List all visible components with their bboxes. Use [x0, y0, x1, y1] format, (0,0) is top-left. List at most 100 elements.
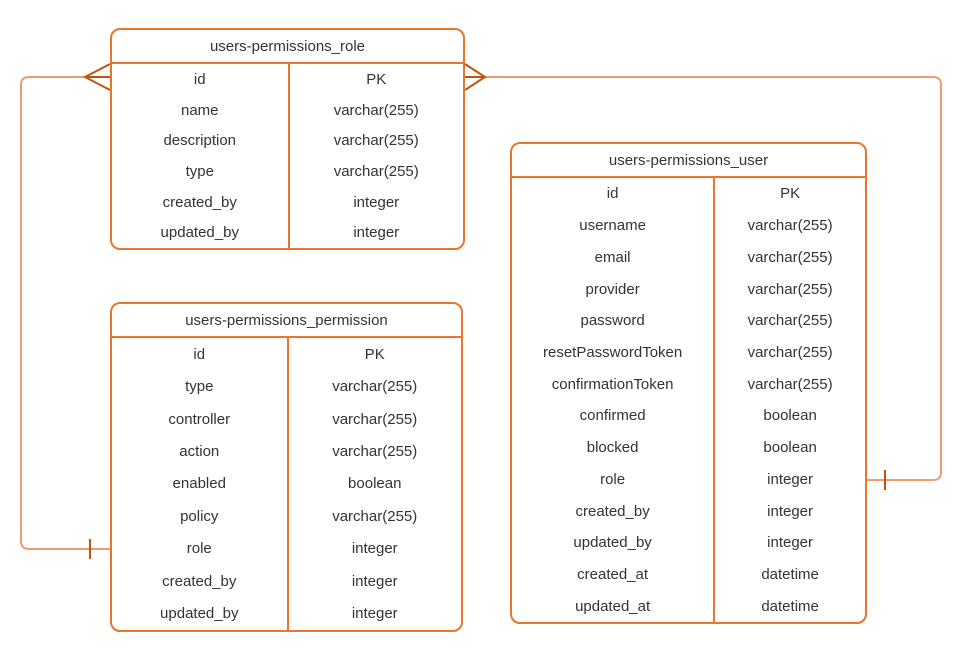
- table-body: id PK type varchar(255) controller varchar(25…: [112, 338, 461, 630]
- field-type: integer: [287, 217, 464, 249]
- table-row: updated_by integer: [512, 526, 865, 559]
- field-name: policy: [180, 507, 219, 525]
- table-row: updated_by integer: [112, 597, 462, 630]
- field-name: updated_by: [160, 605, 239, 623]
- entity-table-user[interactable]: users-permissions_user id PK username varch…: [510, 142, 867, 624]
- table-row: enabled boolean: [112, 467, 462, 501]
- field-name: email: [594, 248, 631, 266]
- field-type: datetime: [713, 590, 865, 623]
- field-type: varchar(255): [287, 94, 464, 126]
- table-row: username varchar(255): [512, 209, 865, 242]
- field-type: varchar(255): [713, 241, 865, 274]
- table-row: resetPasswordToken varchar(255): [512, 336, 865, 369]
- table-row: action varchar(255): [112, 435, 462, 468]
- field-type: integer: [713, 526, 865, 559]
- field-type: integer: [713, 463, 865, 496]
- field-name: id: [193, 70, 206, 88]
- field-name: id: [193, 345, 206, 363]
- field-name: created_by: [575, 502, 650, 520]
- field-name: blocked: [586, 439, 639, 457]
- field-name: confirmationToken: [551, 375, 674, 393]
- table-row: id PK: [512, 178, 865, 210]
- field-type: boolean: [713, 431, 865, 464]
- field-name: created_by: [162, 193, 237, 211]
- field-type: varchar(255): [287, 156, 464, 187]
- table-row: description varchar(255): [112, 125, 464, 157]
- table-row: updated_at datetime: [512, 590, 865, 623]
- field-type: boolean: [713, 400, 865, 432]
- field-name: password: [580, 312, 645, 330]
- field-type: PK: [287, 64, 464, 95]
- table-row: created_by integer: [112, 186, 464, 218]
- field-name: type: [185, 378, 214, 396]
- field-type: boolean: [286, 467, 462, 501]
- table-row: confirmationToken varchar(255): [512, 368, 865, 401]
- table-body: id PK username varchar(255) email varchar(255…: [512, 178, 865, 623]
- connector-role-user: [485, 76, 942, 481]
- table-row: name varchar(255): [112, 94, 464, 126]
- field-type: varchar(255): [286, 402, 462, 436]
- field-name: name: [180, 101, 219, 119]
- table-row: email varchar(255): [512, 241, 865, 274]
- entity-table-role[interactable]: users-permissions_role id PK name varchar(2…: [110, 28, 465, 250]
- field-type: varchar(255): [713, 336, 865, 369]
- field-type: varchar(255): [286, 500, 462, 533]
- table-row: id PK: [112, 338, 462, 371]
- table-row: policy varchar(255): [112, 500, 462, 533]
- field-type: varchar(255): [286, 370, 462, 403]
- field-name: enabled: [172, 475, 226, 493]
- table-title: users-permissions_role: [112, 30, 463, 64]
- field-name: provider: [585, 280, 640, 298]
- table-body: id PK name varchar(255) description varchar(2…: [112, 64, 464, 249]
- field-type: integer: [286, 565, 462, 598]
- crow-foot-many-icon: [82, 63, 111, 91]
- table-row: created_at datetime: [512, 558, 865, 591]
- field-type: varchar(255): [713, 209, 865, 242]
- table-row: password varchar(255): [512, 304, 865, 337]
- table-title: users-permissions_user: [512, 144, 865, 178]
- field-name: action: [179, 443, 220, 461]
- field-type: integer: [286, 532, 462, 566]
- field-name: updated_at: [575, 597, 651, 615]
- field-type: PK: [713, 178, 865, 210]
- field-name: role: [186, 540, 212, 558]
- field-name: username: [579, 217, 646, 235]
- field-name: description: [163, 132, 237, 150]
- field-type: varchar(255): [713, 368, 865, 401]
- field-name: role: [600, 470, 626, 488]
- table-row: role integer: [112, 532, 462, 566]
- table-row: created_by integer: [512, 495, 865, 527]
- field-type: varchar(255): [713, 304, 865, 337]
- field-type: integer: [713, 495, 865, 527]
- field-name: confirmed: [579, 407, 646, 425]
- field-type: varchar(255): [287, 125, 464, 157]
- table-row: controller varchar(255): [112, 402, 462, 436]
- field-type: varchar(255): [286, 435, 462, 468]
- table-row: type varchar(255): [112, 156, 463, 187]
- field-name: id: [606, 185, 619, 203]
- field-type: integer: [287, 186, 464, 218]
- field-name: created_by: [162, 572, 237, 590]
- field-type: integer: [286, 597, 462, 630]
- table-row: confirmed boolean: [512, 400, 865, 432]
- field-name: type: [185, 162, 214, 180]
- table-row: created_by integer: [112, 565, 462, 598]
- table-row: provider varchar(255): [512, 273, 865, 305]
- connector-role-permission: [20, 76, 110, 550]
- field-name: created_at: [577, 565, 649, 583]
- table-row: type varchar(255): [112, 370, 462, 403]
- field-name: controller: [168, 410, 231, 428]
- field-type: PK: [286, 338, 462, 371]
- field-name: resetPasswordToken: [542, 343, 683, 361]
- table-row: id PK: [112, 64, 463, 95]
- table-row: role integer: [512, 463, 865, 496]
- field-type: datetime: [713, 558, 865, 591]
- crow-foot-many-icon: [464, 63, 487, 91]
- table-row: blocked boolean: [512, 431, 865, 464]
- field-type: varchar(255): [713, 273, 865, 305]
- field-name: updated_by: [573, 534, 652, 552]
